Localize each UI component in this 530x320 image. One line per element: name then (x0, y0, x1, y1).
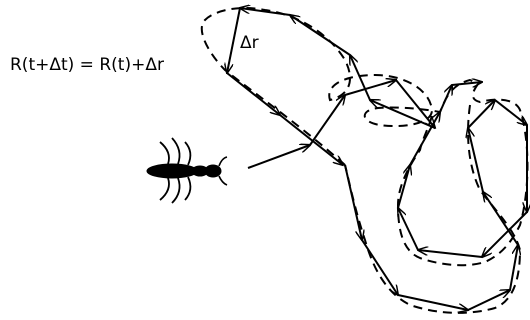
step-arrow (362, 240, 398, 295)
step-arrow (510, 245, 518, 290)
ant-icon (147, 138, 227, 203)
step-arrow (468, 128, 483, 192)
step-arrow (398, 295, 468, 310)
step-arrow (495, 100, 527, 125)
step-arrow (398, 165, 410, 208)
delta-r-arrow (227, 8, 240, 73)
step-arrow (345, 80, 396, 95)
step-arrow (310, 95, 345, 145)
step-arrow (468, 290, 510, 310)
step-arrow (468, 100, 495, 128)
step-arrow (248, 145, 310, 168)
step-arrow (418, 250, 482, 257)
step-arrow (483, 192, 518, 245)
delta-r-label: Δr (240, 33, 259, 53)
position-update-equation: R(t+Δt) = R(t)+Δr (10, 55, 164, 75)
step-arrow (482, 212, 527, 257)
step-arrow (227, 73, 280, 115)
step-arrow (290, 15, 350, 55)
step-arrow (345, 165, 362, 240)
step-arrow (370, 100, 435, 128)
step-arrow (280, 115, 343, 165)
walk-steps (227, 8, 527, 310)
step-arrow (396, 80, 435, 128)
step-arrow (440, 85, 452, 112)
